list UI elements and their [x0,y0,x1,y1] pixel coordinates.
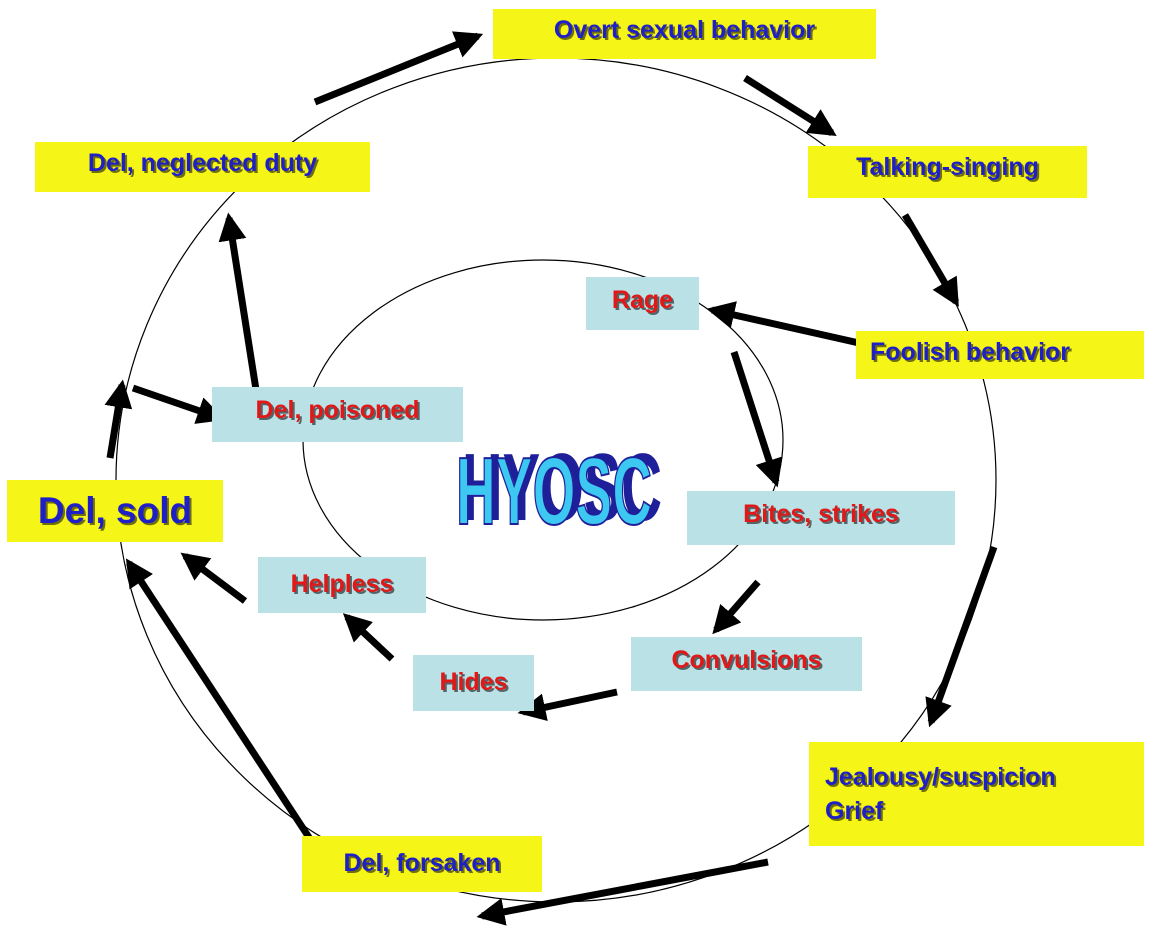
outer-node-overt-sexual-behavior: Overt sexual behavior [493,9,876,59]
arrow-forsaken-to-sold [125,558,315,844]
outer-node-talking-singing: Talking-singing [808,146,1087,198]
arrow-convulsions-to-hides [517,688,618,722]
outer-node-del-neglected-duty: Del, neglected duty [35,142,370,192]
arrow-poisoned-to-neglected [218,212,261,397]
inner-node-convulsions: Convulsions [631,637,862,691]
outer-node-del-forsaken: Del, forsaken [302,836,542,892]
arrow-talking-to-foolish [901,213,960,307]
outer-node-jealousy-grief: Jealousy/suspicion Grief [809,742,1144,846]
outer-node-foolish-behavior: Foolish behavior [856,331,1144,379]
inner-node-rage: Rage [586,277,699,330]
arrow-ring-to-poisoned [131,384,226,424]
center-logo-shadow: HYOSC [462,434,662,541]
outer-node-del-sold: Del, sold [7,480,223,542]
inner-node-del-poisoned: Del, poisoned [212,387,463,442]
center-logo: HYOSC HYOSC [455,434,662,546]
inner-node-bites-strikes: Bites, strikes [687,491,955,545]
arrow-foolish-to-jealousy [925,545,998,728]
arrow-sold-to-up [104,379,133,459]
inner-node-hides: Hides [413,655,534,711]
arrow-overt-to-talking [743,75,837,136]
center-logo-text: HYOSC [456,438,652,545]
inner-node-helpless: Helpless [258,557,426,613]
jealousy-line: Jealousy/suspicion [825,763,1056,791]
grief-line: Grief [825,797,884,825]
arrow-helpless-to-sold [180,552,248,604]
arrow-neglected-to-overt [313,31,484,106]
arrow-rage-to-bites [730,350,783,488]
arrow-bites-to-convulsions [712,579,761,635]
arrow-foolish-to-rage [706,301,869,349]
arrow-hides-to-helpless [342,613,395,662]
arrow-jealousy-to-bottom [476,858,769,926]
